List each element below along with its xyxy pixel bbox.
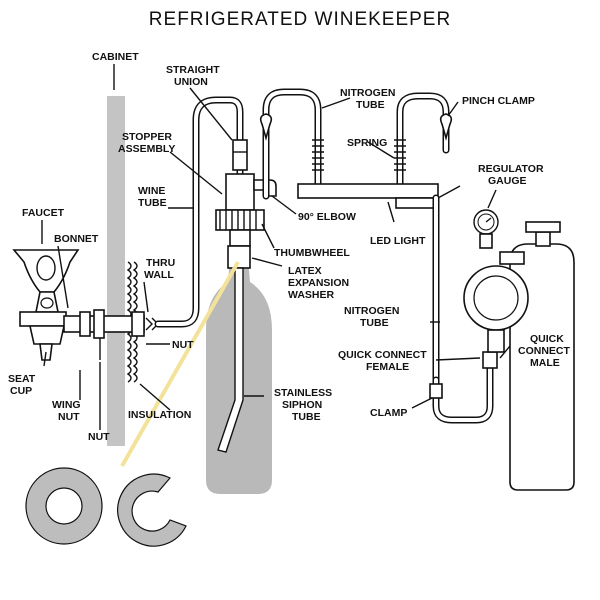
label-cabinet: CABINET [92, 51, 139, 63]
shank-assembly [63, 309, 159, 360]
faucet-illustration [12, 249, 80, 361]
straight-union-part [232, 139, 248, 171]
label-insulation: INSULATION [128, 409, 191, 421]
nitrogen-tube-loops [262, 88, 450, 200]
label-faucet: FAUCET [22, 207, 65, 219]
label-quick-connect-male: QUICK CONNECT MALE [518, 333, 573, 369]
label-stopper-assembly: STOPPER ASSEMBLY [118, 131, 175, 155]
clamp-part [429, 383, 443, 399]
siphon-highlight-line [120, 261, 240, 467]
label-clamp: CLAMP [370, 407, 407, 419]
cabinet-wall [107, 96, 125, 446]
label-nut-bottom: NUT [88, 431, 110, 443]
siphon-tube-part [217, 267, 244, 453]
label-nut-right: NUT [172, 339, 194, 351]
label-pinch-clamp: PINCH CLAMP [462, 95, 535, 107]
label-thru-wall: THRU WALL [144, 257, 178, 281]
label-elbow: 90° ELBOW [298, 211, 356, 223]
quick-connect-part [482, 351, 498, 369]
pinch-clamp-right [439, 113, 453, 141]
label-wine-tube: WINE TUBE [138, 185, 168, 209]
regulator-gauge-part [463, 209, 529, 353]
label-nitrogen-tube-top: NITROGEN TUBE [340, 87, 398, 111]
label-latex-expansion-washer: LATEX EXPANSION WASHER [288, 265, 352, 301]
label-seat-cup: SEAT CUP [8, 373, 38, 397]
label-led-light: LED LIGHT [370, 235, 426, 247]
label-regulator-gauge: REGULATOR GAUGE [478, 163, 546, 187]
label-quick-connect-female: QUICK CONNECT FEMALE [338, 349, 430, 373]
label-bonnet: BONNET [54, 233, 99, 245]
label-nitrogen-tube-mid: NITROGEN TUBE [344, 305, 402, 329]
diagram-title: REFRIGERATED WINEKEEPER [148, 9, 452, 30]
pinch-clamp-left [259, 113, 273, 141]
label-stainless-siphon-tube: STAINLESS SIPHON TUBE [274, 387, 335, 423]
stopper-assembly-part [215, 173, 265, 269]
label-wing-nut: WING NUT [52, 399, 84, 423]
leader-lines [41, 64, 511, 430]
led-light-bar [297, 183, 461, 209]
label-thumbwheel: THUMBWHEEL [274, 247, 350, 259]
washer-e-clip [117, 473, 187, 547]
washer-flat [25, 467, 103, 545]
label-straight-union: STRAIGHT UNION [166, 64, 223, 88]
label-spring: SPRING [347, 137, 387, 149]
